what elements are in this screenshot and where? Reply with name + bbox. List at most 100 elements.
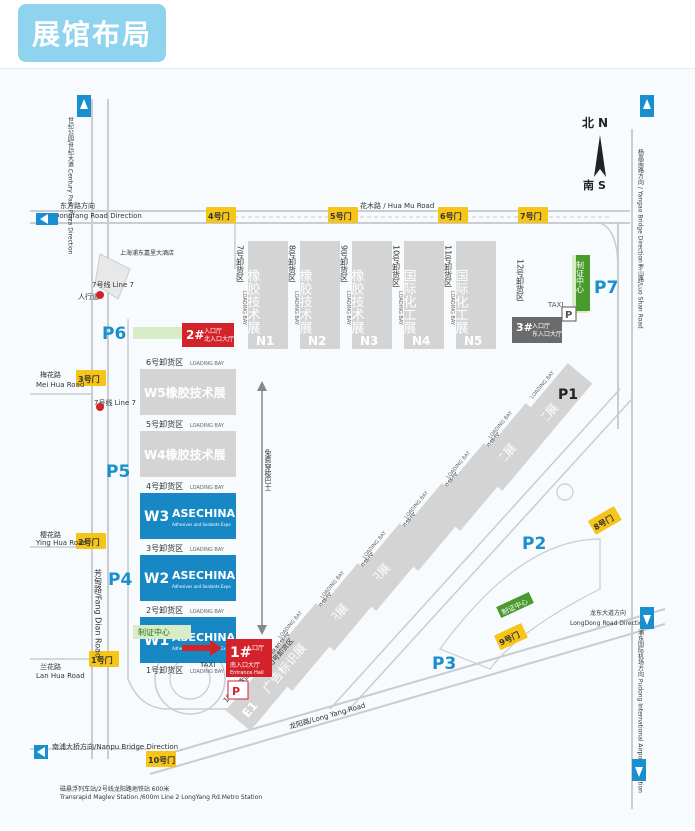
compass-south-en: S — [598, 179, 606, 192]
gate-1[interactable]: 1号门 — [89, 651, 119, 667]
gate-7[interactable]: 7号门 — [518, 207, 548, 223]
compass-north-cn: 北 — [582, 115, 594, 130]
entrance-3-cn2: 东入口大厅 — [532, 330, 562, 338]
gate-3[interactable]: 3号门 — [76, 370, 106, 386]
hall-name: 国际化工展 — [453, 269, 469, 334]
direction-signs — [34, 95, 654, 781]
road-luoshan: 罗山路/Luo Shan Road — [637, 264, 644, 329]
loading-bay-en: LOADING BAY — [190, 423, 225, 429]
gate-label: 7号门 — [520, 211, 542, 221]
parking-p3[interactable]: P3 — [432, 654, 456, 674]
gate-4[interactable]: 4号门 — [206, 207, 236, 223]
loading-bay-en: LOADING BAY — [293, 291, 299, 326]
road-longdong-cn: 龙东大道方向 — [590, 609, 626, 617]
entrance-3-cn: 入口厅 — [532, 323, 550, 330]
shuttle-label: 免费穿梭巴士 — [264, 448, 272, 491]
metro-label: 磁悬浮列车站/2号线龙阳路地铁站 600米 — [60, 785, 169, 793]
loading-bay-label-1: 1号卸货区 — [146, 665, 183, 675]
page-title: 展馆布局 — [18, 4, 166, 62]
loading-bay-en: LOADING BAY — [397, 291, 403, 326]
parking-icon-east — [561, 306, 577, 322]
loading-bay-label: 11号卸货区 — [444, 245, 453, 287]
line7-label-top: 7号线 Line 7 — [92, 280, 134, 289]
east-halls: E7国际化工展13号卸货区LOADING BAYE6国际化工展14号卸货区LOA… — [221, 363, 593, 731]
gate-label: 10号门 — [148, 755, 175, 765]
gate-label: 5号门 — [330, 211, 352, 221]
badge-center-south[interactable]: 制证中心 — [133, 625, 191, 639]
road-yanggao: 杨高南路方向 / Yangao Bridge Direction — [637, 148, 644, 263]
entrance-arrow — [182, 640, 222, 656]
hall-id: N3 — [360, 334, 378, 348]
parking-p7[interactable]: P7 — [594, 278, 618, 298]
taxi-label-south: TAXI — [199, 661, 215, 669]
loading-bay-label: 5号卸货区 — [146, 419, 183, 429]
hall-id: N2 — [308, 334, 326, 348]
road-lanhua-en: Lan Hua Road — [36, 672, 85, 680]
parking-p1[interactable]: P1 — [558, 387, 578, 403]
gate-9[interactable]: 9号门 — [494, 623, 528, 650]
gate-6[interactable]: 6号门 — [438, 207, 468, 223]
compass-rose: 北 N 南 S — [582, 115, 608, 192]
gate-10[interactable]: 10号门 — [146, 751, 176, 767]
loading-bay-label: 4号卸货区 — [146, 481, 183, 491]
gate-label: 6号门 — [440, 211, 462, 221]
loading-bay-label: 9号卸货区 — [340, 245, 349, 282]
road-dongfang-en: Dongfang Road Direction — [54, 212, 142, 220]
gate-label: 1号门 — [91, 655, 113, 665]
gate-label: 4号门 — [208, 211, 230, 221]
road-dongfang: 东方路方向 — [60, 201, 95, 210]
hall-id: W2 — [144, 571, 169, 587]
gates-layer: 1号门 2号门 3号门 4号门 5号门 6号门 7号门 8号门 9号门 10号门 — [76, 207, 622, 767]
entrance-1-cn: 入口厅 — [246, 645, 264, 652]
loading-bay-label: 2号卸货区 — [146, 605, 183, 615]
gate-2[interactable]: 2号门 — [76, 533, 106, 549]
entrance-2-cn: 入口厅 — [204, 328, 222, 335]
parking-p2[interactable]: P2 — [522, 534, 546, 554]
entrance-hall-3[interactable]: 3# 入口厅 东入口大厅 — [512, 317, 562, 343]
parking-p4[interactable]: P4 — [108, 570, 132, 590]
hall-name: 国际化工展 — [401, 269, 417, 334]
gate-8[interactable]: 8号门 — [588, 506, 622, 535]
compass-south-cn: 南 — [583, 178, 594, 192]
parking-p6[interactable]: P6 — [102, 324, 126, 344]
loading-bay-label: 8号卸货区 — [288, 245, 297, 282]
entrance-hall-1[interactable]: 1# 入口厅 南入口大厅 Entrance Hall — [226, 639, 272, 677]
svg-text:P: P — [232, 685, 240, 698]
badge-center-9[interactable]: 制证中心 — [496, 591, 534, 619]
road-meihua-cn: 梅花路 — [40, 370, 61, 379]
gate-5[interactable]: 5号门 — [328, 207, 358, 223]
hall-name: 橡胶技术展 — [245, 269, 261, 334]
entrance-hall-2[interactable]: 2# 入口厅 北入口大厅 — [182, 323, 234, 347]
pedestrian-label: 人行道 — [78, 292, 99, 301]
road-meihua-en: Mei Hua Road — [36, 381, 84, 389]
loading-bay-label: 3号卸货区 — [146, 543, 183, 553]
line7-label-left: 7号线 Line 7 — [94, 398, 136, 407]
compass-north-en: N — [598, 116, 608, 130]
metro-icon-top — [96, 291, 104, 299]
entrance-2-num: 2# — [186, 328, 204, 342]
parking-p5[interactable]: P5 — [106, 462, 130, 482]
badge-center-east[interactable]: 制证中心 — [576, 255, 591, 311]
hall-name: 橡胶技术展 — [297, 269, 313, 334]
hall-name: ASECHINA — [172, 507, 236, 520]
svg-text:P: P — [565, 310, 572, 321]
hall-id: N1 — [256, 334, 274, 348]
road-huamu: 花木路 / Hua Mu Road — [360, 201, 434, 210]
road-yinghua-en: Ying Hua Road — [35, 539, 87, 547]
road-yinghua-cn: 樱花路 — [40, 530, 61, 539]
loading-bay-en: LOADING BAY — [449, 291, 455, 326]
loading-bay-label: 6号卸货区 — [146, 357, 183, 367]
hall-name: 橡胶技术展 — [349, 269, 365, 334]
